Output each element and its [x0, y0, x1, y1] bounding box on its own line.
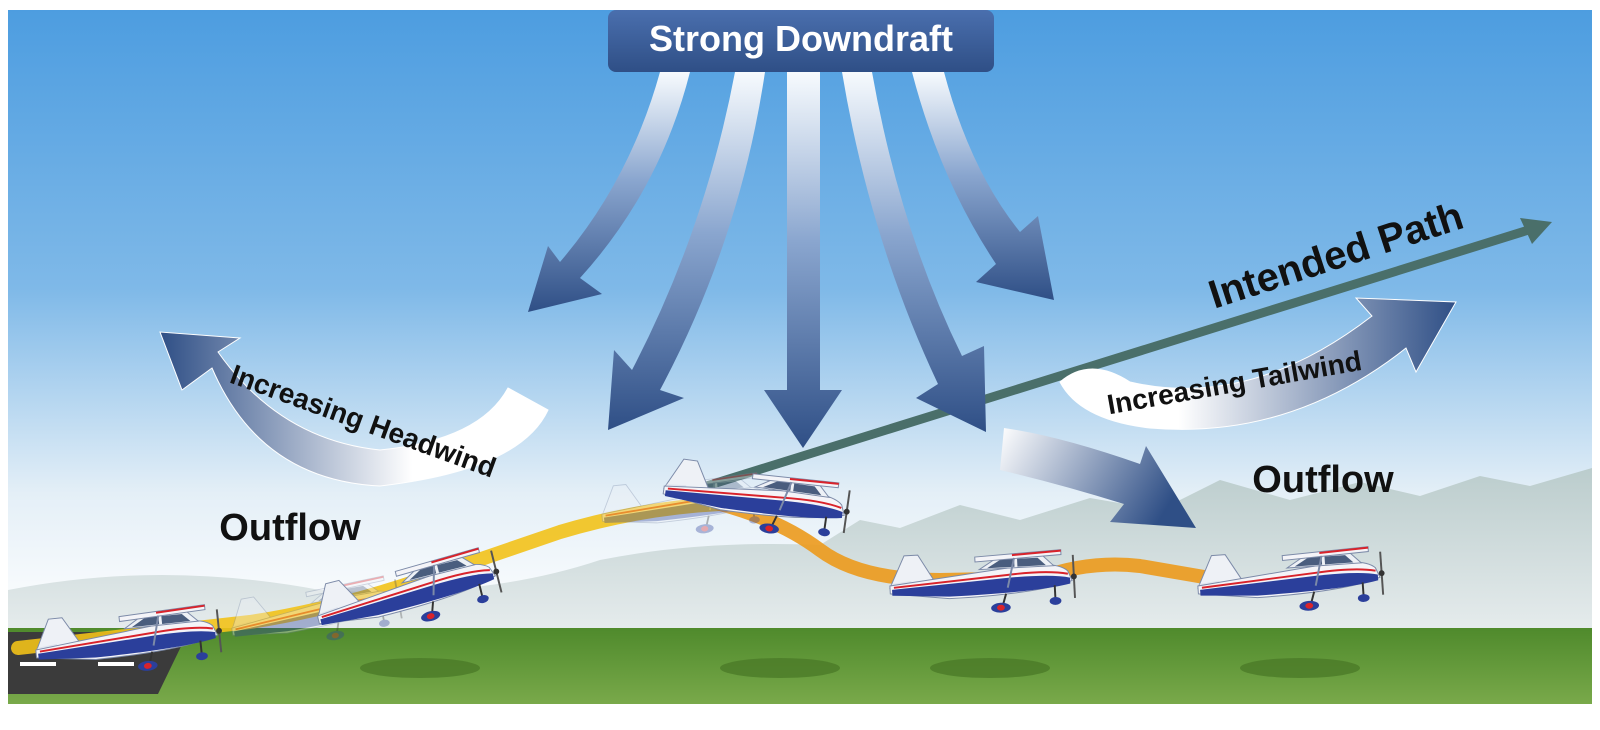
- outflow-right-label: Outflow: [1252, 459, 1394, 501]
- outflow-arrow-icon: [1000, 428, 1196, 528]
- downdraft-arrow-icon: [528, 72, 690, 312]
- flight-path-sink: [713, 497, 1217, 588]
- tailwind-arrow-icon: [1059, 297, 1457, 430]
- downdraft-arrows: [528, 72, 1054, 448]
- title-box: [608, 10, 994, 72]
- headwind-arrow-icon: [159, 331, 549, 487]
- outflow-left-label: Outflow: [219, 507, 361, 549]
- downdraft-arrow-icon: [764, 72, 842, 448]
- downdraft-arrow-icon: [912, 72, 1054, 300]
- intended-path-arrow-icon: [695, 218, 1552, 493]
- downdraft-arrow-icon: [842, 72, 986, 432]
- aircraft-shadows: [360, 658, 1360, 678]
- diagram-title: Strong Downdraft: [649, 18, 953, 59]
- downdraft-arrow-icon: [608, 72, 765, 430]
- distant-hills: [8, 468, 1592, 628]
